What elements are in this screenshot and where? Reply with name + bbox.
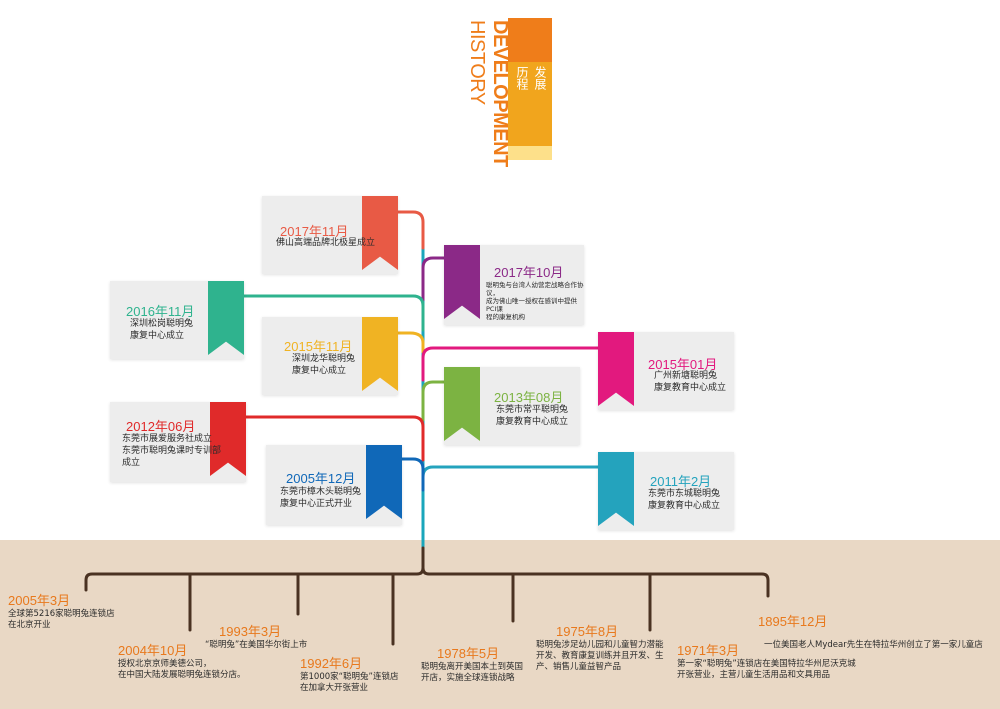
milestone-card-2011-02: 2011年2月 东莞市东城聪明兔 康复教育中心成立 bbox=[598, 452, 734, 530]
root-event-date: 2004年10月 bbox=[118, 643, 188, 658]
milestone-card-2017-10: 2017年10月 聪明兔与台湾人幼营定战略合作协议， 成为佛山唯一授权在感训中提… bbox=[444, 245, 584, 325]
root-event-desc: 第一家“聪明兔”连锁店在美国特拉华州尼沃克城 开张营业，主营儿童生活用品和文具用… bbox=[677, 659, 856, 680]
milestone-desc: 深圳松岗聪明兔 康复中心成立 bbox=[130, 319, 194, 341]
branch-connector-b2017-10 bbox=[421, 256, 446, 302]
milestone-desc: 东莞市展爱服务社成立 东莞市聪明兔课时专训部 成立 bbox=[122, 434, 222, 468]
branch-connector-b2013-08 bbox=[421, 380, 446, 422]
milestone-desc: 东莞市樟木头聪明兔 康复中心正式开业 bbox=[280, 487, 362, 509]
branch-connector-b2012-06 bbox=[244, 415, 425, 462]
milestone-date: 2011年2月 bbox=[650, 474, 712, 489]
root-event-date: 1971年3月 bbox=[677, 643, 740, 658]
ground-band bbox=[0, 540, 1000, 709]
header-bar-gold bbox=[508, 62, 552, 146]
milestone-card-2016-11: 2016年11月 深圳松岗聪明兔 康复中心成立 bbox=[110, 281, 244, 359]
root-main-left bbox=[84, 546, 425, 592]
milestone-date: 2015年11月 bbox=[284, 339, 353, 354]
branch-connector-b2017-11 bbox=[396, 210, 425, 250]
color-tab bbox=[362, 196, 398, 270]
header-title-history: HISTORY bbox=[466, 20, 488, 105]
milestone-date: 2017年11月 bbox=[280, 224, 349, 239]
root-event-date: 1975年8月 bbox=[556, 624, 619, 639]
milestone-card-2017-11: 2017年11月 佛山高端品牌北极星成立 bbox=[262, 196, 398, 274]
root-event-desc: 第1000家“聪明兔”连锁店 在加拿大开张营业 bbox=[300, 672, 399, 693]
color-tab bbox=[362, 317, 398, 391]
root-event-desc: 授权北京京师美德公司， 在中国大陆发展聪明兔连锁分店。 bbox=[118, 659, 246, 680]
milestone-card-2005-12: 2005年12月 东莞市樟木头聪明兔 康复中心正式开业 bbox=[266, 445, 402, 525]
color-tab bbox=[366, 445, 402, 519]
root-event-2004-10: 2004年10月 授权北京京师美德公司， 在中国大陆发展聪明兔连锁分店。 bbox=[118, 640, 246, 681]
milestone-desc: 东莞市东城聪明兔 康复教育中心成立 bbox=[648, 489, 721, 511]
branch-connector-b2015-01 bbox=[421, 346, 600, 382]
milestone-desc: 广州新塘聪明兔 康复教育中心成立 bbox=[654, 371, 727, 393]
milestone-desc: 佛山高端品牌北极星成立 bbox=[276, 238, 376, 248]
milestone-card-2015-01: 2015年01月 广州新塘聪明兔 康复教育中心成立 bbox=[598, 332, 734, 410]
milestone-card-2013-08: 2013年08月 东莞市常平聪明兔 康复教育中心成立 bbox=[444, 367, 580, 445]
root-event-1971-03: 1971年3月 第一家“聪明兔”连锁店在美国特拉华州尼沃克城 开张营业，主营儿童… bbox=[677, 640, 856, 681]
branch-connector-b2016-11 bbox=[242, 294, 425, 332]
root-event-desc: 全球第5216家聪明兔连锁店 在北京开业 bbox=[8, 609, 115, 630]
root-event-date: 1993年3月 bbox=[219, 624, 282, 639]
root-event-desc: 一位美国老人Mydear先生在特拉华州创立了第一家儿童店 bbox=[764, 640, 983, 650]
branch-connector-b2011-02 bbox=[421, 465, 600, 492]
root-event-2005-03: 2005年3月 全球第5216家聪明兔连锁店 在北京开业 bbox=[8, 590, 115, 631]
milestone-desc: 聪明兔与台湾人幼营定战略合作协议， 成为佛山唯一授权在感训中提供PCI课 程的康… bbox=[486, 281, 584, 321]
root-event-date: 1978年5月 bbox=[437, 646, 500, 661]
root-event-desc: 聪明兔离开美国本土到英国 开店，实施全球连锁战略 bbox=[421, 662, 524, 683]
color-tab bbox=[598, 452, 634, 526]
root-event-1978-05: 1978年5月 聪明兔离开美国本土到英国 开店，实施全球连锁战略 bbox=[421, 643, 523, 684]
header-bar-pale bbox=[508, 146, 552, 160]
root-event-1992-06: 1992年6月 第1000家“聪明兔”连锁店 在加拿大开张营业 bbox=[300, 653, 398, 694]
color-tab bbox=[444, 367, 480, 441]
root-event-date: 1992年6月 bbox=[300, 656, 363, 671]
root-event-date: 1895年12月 bbox=[758, 614, 828, 629]
branch-connector-b2015-11 bbox=[396, 331, 425, 354]
header-bar-orange bbox=[508, 18, 552, 62]
milestone-date: 2017年10月 bbox=[494, 265, 564, 280]
milestone-date: 2012年06月 bbox=[126, 419, 196, 434]
root-event-date: 2005年3月 bbox=[8, 593, 71, 608]
root-event-desc: 聪明兔涉足幼儿园和儿童智力潜能 开发、教育康复训练并且开发、生 产、销售儿童益智… bbox=[536, 640, 664, 672]
milestone-date: 2015年01月 bbox=[648, 357, 718, 372]
header-title-development: DEVELOPMENT bbox=[489, 20, 511, 167]
milestone-card-2015-11: 2015年11月 深圳龙华聪明兔 康复中心成立 bbox=[262, 317, 398, 395]
color-tab bbox=[444, 245, 480, 319]
root-event-desc: “聪明兔”在美国华尔街上市 bbox=[205, 640, 308, 650]
root-main-right bbox=[421, 566, 770, 598]
root-event-1895-12: 1895年12月 一位美国老人Mydear先生在特拉华州创立了第一家儿童店 bbox=[758, 611, 983, 651]
header-title-cn-1: 发展 bbox=[533, 66, 547, 90]
color-tab bbox=[598, 332, 634, 406]
header-title-cn-2: 历程 bbox=[515, 66, 529, 90]
root-event-1975-08: 1975年8月 聪明兔涉足幼儿园和儿童智力潜能 开发、教育康复训练并且开发、生 … bbox=[536, 621, 664, 673]
milestone-card-2012-06: 2012年06月 东莞市展爱服务社成立 东莞市聪明兔课时专训部 成立 bbox=[110, 402, 246, 482]
branch-connector-b2005-12 bbox=[400, 457, 425, 492]
milestone-date: 2013年08月 bbox=[494, 390, 564, 405]
milestone-date: 2005年12月 bbox=[286, 471, 356, 486]
root-event-1993-03: 1993年3月 “聪明兔”在美国华尔街上市 bbox=[205, 621, 307, 651]
milestone-date: 2016年11月 bbox=[126, 304, 195, 319]
milestone-desc: 东莞市常平聪明兔 康复教育中心成立 bbox=[496, 405, 569, 427]
milestone-desc: 深圳龙华聪明兔 康复中心成立 bbox=[292, 354, 356, 376]
color-tab bbox=[208, 281, 244, 355]
